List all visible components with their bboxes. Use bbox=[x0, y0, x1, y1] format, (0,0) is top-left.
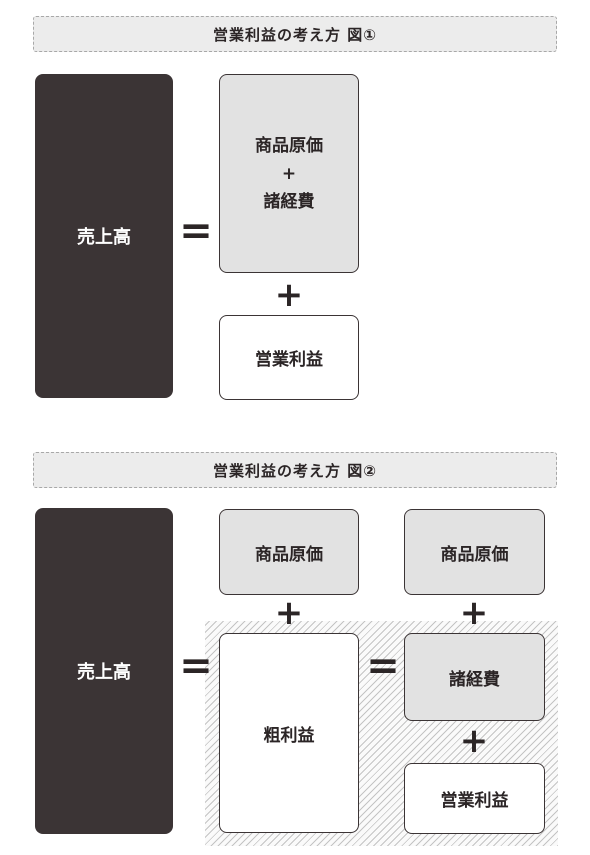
figure1-cost-expenses: 諸経費 bbox=[263, 191, 315, 212]
figure2-expenses-label: 諸経費 bbox=[449, 669, 500, 690]
figure1-plus-sign: + bbox=[274, 275, 304, 315]
figure2-cogs-box-left: 商品原価 bbox=[219, 509, 359, 595]
figure1-revenue-block: 売上高 bbox=[35, 74, 173, 398]
figure1-cost-cogs: 商品原価 bbox=[255, 135, 323, 156]
figure2-revenue-block: 売上高 bbox=[35, 508, 173, 834]
figure1-cost-plus: + bbox=[281, 163, 297, 184]
figure1-revenue-label: 売上高 bbox=[77, 227, 131, 248]
figure2-equals-sign-right: = bbox=[366, 643, 400, 689]
figure2-revenue-label: 売上高 bbox=[77, 662, 131, 683]
figure2-title: 営業利益の考え方 図② bbox=[33, 452, 557, 488]
figure1-operating-profit-label: 営業利益 bbox=[255, 350, 323, 370]
figure1-operating-profit-box: 営業利益 bbox=[219, 315, 359, 400]
figure1-cost-box: 商品原価 + 諸経費 bbox=[219, 74, 359, 273]
figure2-plus-sign-right-1: + bbox=[459, 593, 489, 633]
figure2-expenses-box: 諸経費 bbox=[404, 633, 545, 721]
figure1-equals-sign: = bbox=[179, 208, 213, 254]
figure2-gross-profit-box: 粗利益 bbox=[219, 633, 359, 833]
figure2-operating-profit-label: 営業利益 bbox=[440, 791, 509, 811]
figure1-title: 営業利益の考え方 図① bbox=[33, 16, 557, 52]
figure2-gross-profit-label: 粗利益 bbox=[263, 725, 315, 746]
figure2-cogs-label-right: 商品原価 bbox=[440, 544, 509, 565]
figure2-cogs-box-right: 商品原価 bbox=[404, 509, 545, 595]
figure2-cogs-label-left: 商品原価 bbox=[255, 544, 323, 565]
figure2-plus-sign-left: + bbox=[274, 593, 304, 633]
figure2-operating-profit-box: 営業利益 bbox=[404, 763, 545, 834]
figure2-plus-sign-right-2: + bbox=[459, 721, 489, 761]
figure2-equals-sign-left: = bbox=[179, 643, 213, 689]
